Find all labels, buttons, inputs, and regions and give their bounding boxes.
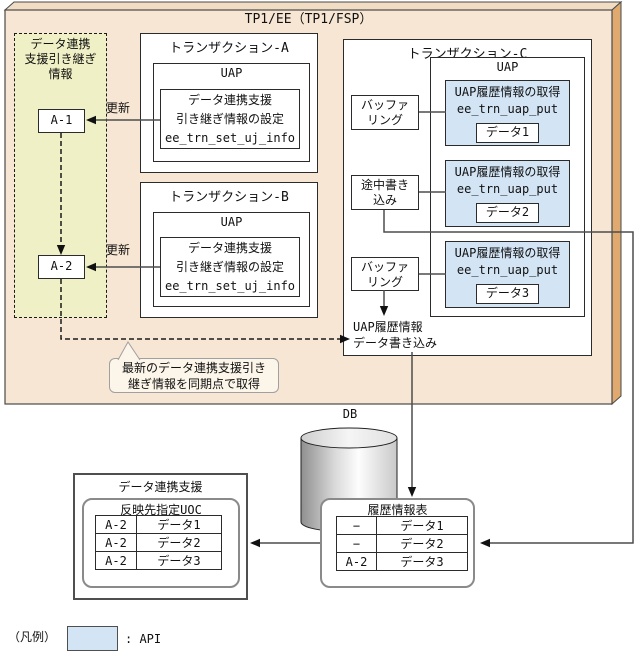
uoc-subtitle: 反映先指定UOC xyxy=(120,503,202,517)
uoc-title: データ連携支援 xyxy=(118,480,203,494)
callout-line2: 継ぎ情報を同期点で取得 xyxy=(127,377,260,391)
tp1-title: TP1/EE（TP1/FSP） xyxy=(244,12,373,27)
hist-cell-val-3: データ3 xyxy=(376,552,468,571)
api1-line1: UAP履歴情報の取得 xyxy=(454,85,561,99)
tx-a-api-line2: 引き継ぎ情報の設定 xyxy=(175,112,284,126)
uap-history-write-label: UAP履歴情報 データ書き込み xyxy=(353,320,437,351)
handover-info-title: データ連携 支援引き継ぎ 情報 xyxy=(14,37,107,82)
api1-line2: ee_trn_uap_put xyxy=(456,102,559,116)
hist-cell-key-1: − xyxy=(336,516,377,535)
hist-cell-key-2: − xyxy=(336,534,377,553)
callout-sync-note: 最新のデータ連携支援引き 継ぎ情報を同期点で取得 xyxy=(109,358,279,393)
handover-title-line3: 情報 xyxy=(48,67,73,81)
uoc-cell-key-1: A-2 xyxy=(95,515,137,534)
tx-a-api-line1: データ連携支援 xyxy=(187,93,272,107)
hist-cell-val-2: データ2 xyxy=(376,534,468,553)
transaction-b-title: トランザクション-B xyxy=(169,190,289,205)
transaction-a-title: トランザクション-A xyxy=(169,41,289,56)
api-box-uap-put-3: UAP履歴情報の取得 ee_trn_uap_put データ3 xyxy=(445,241,570,308)
arrowhead-history-right xyxy=(480,538,490,548)
table-row: − データ1 xyxy=(336,516,468,535)
transaction-b-uap-label: UAP xyxy=(220,215,243,229)
handover-title-line1: データ連携 xyxy=(30,37,91,51)
update-label-b: 更新 xyxy=(106,243,131,257)
table-row: A-2 データ3 xyxy=(336,552,468,571)
transaction-c-uap-label: UAP xyxy=(496,60,519,74)
table-row: − データ2 xyxy=(336,534,468,553)
node-a1: A-1 xyxy=(38,109,85,133)
data1-box: データ1 xyxy=(476,123,539,143)
uoc-cell-key-2: A-2 xyxy=(95,533,137,552)
legend-label: （凡例） xyxy=(8,630,57,644)
data2-box: データ2 xyxy=(476,203,539,223)
step3-line2: リング xyxy=(366,274,403,289)
arrowhead-history-left xyxy=(250,538,260,548)
uoc-table: A-2 データ1 A-2 データ2 A-2 データ3 xyxy=(95,515,222,570)
step1-line1: バッファ xyxy=(360,98,409,112)
arrowhead-write-down xyxy=(407,487,417,497)
uoc-cell-val-1: データ1 xyxy=(136,515,222,534)
legend-api-swatch xyxy=(67,626,118,651)
hist-cell-key-3: A-2 xyxy=(336,552,377,571)
handover-title-line2: 支援引き継ぎ xyxy=(24,52,97,66)
write-label-line1: UAP履歴情報 xyxy=(353,320,423,334)
db-label: DB xyxy=(342,407,358,421)
transaction-b-api-box: データ連携支援 引き継ぎ情報の設定 ee_trn_set_uj_info xyxy=(160,237,300,297)
api-box-uap-put-1: UAP履歴情報の取得 ee_trn_uap_put データ1 xyxy=(445,80,570,146)
tp1-slab-side-face xyxy=(611,0,622,406)
tx-b-api-line2: 引き継ぎ情報の設定 xyxy=(175,260,284,274)
uoc-cell-val-3: データ3 xyxy=(136,551,222,570)
transaction-a-uap-label: UAP xyxy=(220,66,243,80)
tx-b-api-line1: データ連携支援 xyxy=(187,241,272,255)
update-label-a: 更新 xyxy=(106,101,131,115)
api3-line2: ee_trn_uap_put xyxy=(456,263,559,277)
step2-line2: 込み xyxy=(372,192,397,207)
table-row: A-2 データ1 xyxy=(95,515,222,534)
db-cylinder-top xyxy=(300,427,398,449)
data3-box: データ3 xyxy=(476,284,539,304)
api3-line1: UAP履歴情報の取得 xyxy=(454,246,561,260)
hist-cell-val-1: データ1 xyxy=(376,516,468,535)
legend-api-label: : API xyxy=(125,632,162,646)
callout-line1: 最新のデータ連携支援引き xyxy=(121,361,266,375)
transaction-a-api-box: データ連携支援 引き継ぎ情報の設定 ee_trn_set_uj_info xyxy=(160,89,300,149)
write-label-line2: データ書き込み xyxy=(353,335,438,350)
uoc-cell-key-3: A-2 xyxy=(95,551,137,570)
node-a2: A-2 xyxy=(38,255,85,279)
tx-a-api-line3: ee_trn_set_uj_info xyxy=(164,131,296,145)
step-buffering-2: バッファ リング xyxy=(351,257,419,291)
api-box-uap-put-2: UAP履歴情報の取得 ee_trn_uap_put データ2 xyxy=(445,160,570,227)
table-row: A-2 データ2 xyxy=(95,533,222,552)
step1-line2: リング xyxy=(366,112,403,127)
step-midway-write: 途中書き 込み xyxy=(351,175,419,210)
table-row: A-2 データ3 xyxy=(95,551,222,570)
uoc-cell-val-2: データ2 xyxy=(136,533,222,552)
api2-line2: ee_trn_uap_put xyxy=(456,182,559,196)
step3-line1: バッファ xyxy=(360,260,409,274)
api2-line1: UAP履歴情報の取得 xyxy=(454,165,561,179)
tp1-slab-top-face xyxy=(3,1,623,11)
history-table: − データ1 − データ2 A-2 データ3 xyxy=(336,516,468,571)
step2-line1: 途中書き xyxy=(360,178,409,192)
tx-b-api-line3: ee_trn_set_uj_info xyxy=(164,279,296,293)
step-buffering-1: バッファ リング xyxy=(351,95,419,130)
